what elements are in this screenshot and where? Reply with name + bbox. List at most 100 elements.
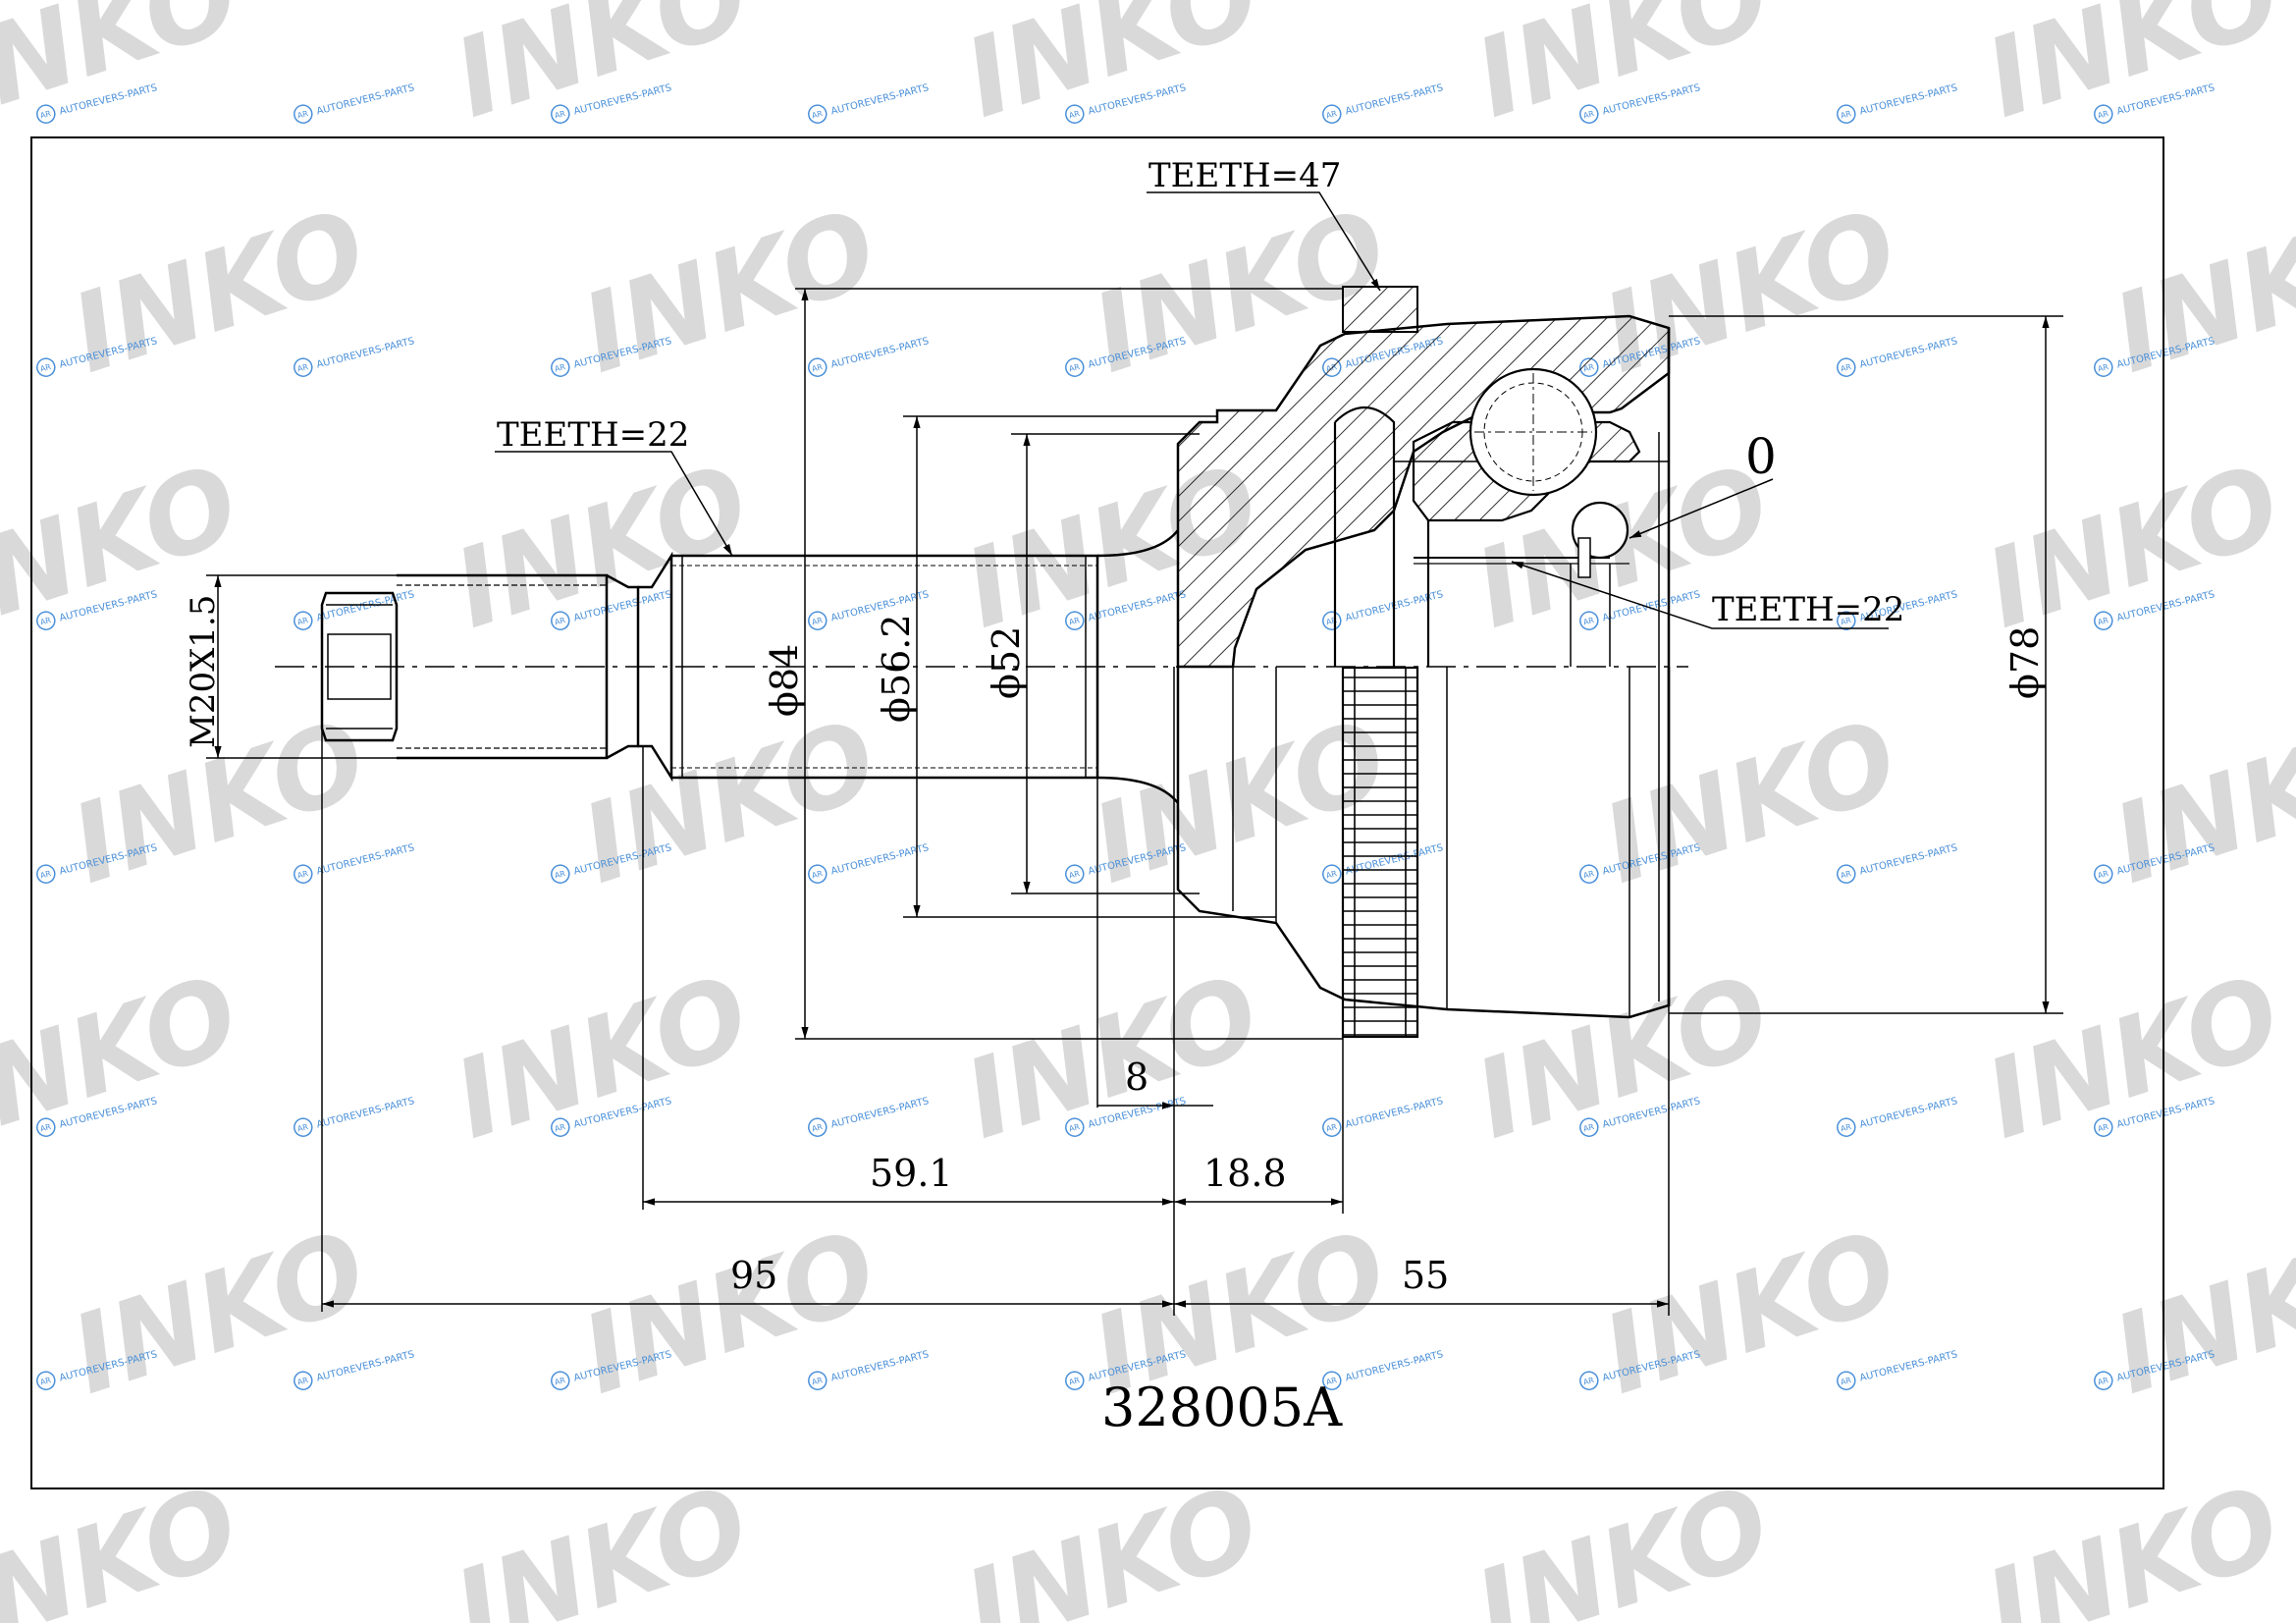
watermark-badge: AR xyxy=(811,1376,824,1387)
watermark-badge: AR xyxy=(296,1376,309,1387)
watermark-badge-icon xyxy=(808,104,828,124)
watermark-badge: AR xyxy=(296,362,309,374)
watermark-badge: AR xyxy=(554,109,566,121)
watermark-badge: AR xyxy=(554,869,566,881)
labels: TEETH=47 TEETH=22 TEETH=22 0 M20X1.5 ϕ84… xyxy=(184,156,2047,1438)
watermark-badge-icon xyxy=(2094,104,2113,124)
watermark-badge: AR xyxy=(39,362,52,374)
watermark-badge-icon xyxy=(1579,611,1599,630)
watermark-badge-icon xyxy=(808,357,828,377)
shaft xyxy=(320,529,1179,804)
label-dia-52: ϕ52 xyxy=(985,626,1028,699)
watermark-badge-icon xyxy=(1837,611,1856,630)
watermark-badge-icon xyxy=(2094,864,2113,884)
drawing-frame xyxy=(30,136,2164,1489)
watermark-badge: AR xyxy=(296,616,309,627)
abs-ring xyxy=(1341,666,1419,1039)
watermark-site-text: AUTOREVERS-PARTS xyxy=(315,336,415,370)
watermark-site-text: AUTOREVERS-PARTS xyxy=(829,1349,930,1383)
watermark-badge: AR xyxy=(554,362,566,374)
watermark-badge: AR xyxy=(1068,1376,1081,1387)
watermark-brand: INKO xyxy=(440,0,763,142)
watermark-brand: INKO xyxy=(1971,951,2294,1163)
watermark-brand: INKO xyxy=(567,1207,890,1419)
label-teeth-inner: TEETH=22 xyxy=(1712,590,1904,629)
watermark-badge-icon xyxy=(294,1117,313,1137)
watermark-badge-icon xyxy=(2094,357,2113,377)
watermark-badge: AR xyxy=(1840,1122,1852,1134)
watermark-badge: AR xyxy=(2097,869,2109,881)
watermark-badge: AR xyxy=(1068,362,1081,374)
watermark-badge-icon xyxy=(36,1371,56,1390)
watermark-badge: AR xyxy=(2097,1122,2109,1134)
watermark-badge-icon xyxy=(1065,611,1085,630)
dim-55: 55 xyxy=(1402,1254,1449,1297)
watermark-brand: INKO xyxy=(1588,1207,1911,1419)
watermark-badge: AR xyxy=(554,616,566,627)
watermark-brand: INKO xyxy=(1461,951,1784,1163)
watermark-badge: AR xyxy=(1840,362,1852,374)
watermark-badge-icon xyxy=(1837,864,1856,884)
watermark-badge-icon xyxy=(808,611,828,630)
watermark-site: AR AUTOREVERS-PARTS xyxy=(294,336,415,377)
watermark-site: AR AUTOREVERS-PARTS xyxy=(294,1349,415,1390)
watermark-site-text: AUTOREVERS-PARTS xyxy=(1858,82,1958,117)
watermark-badge: AR xyxy=(811,362,824,374)
watermark-badge-icon xyxy=(36,864,56,884)
watermark-brand: INKO xyxy=(440,441,763,653)
watermark-badge-icon xyxy=(294,611,313,630)
watermark-badge: AR xyxy=(1068,616,1081,627)
inner-race xyxy=(1333,367,1669,667)
label-dia-84: ϕ84 xyxy=(763,644,806,717)
watermark-badge: AR xyxy=(1840,869,1852,881)
watermark-brand: INKO xyxy=(950,1462,1273,1623)
watermark-badge: AR xyxy=(811,109,824,121)
watermark-badge: AR xyxy=(1325,616,1338,627)
watermark-badge-icon xyxy=(1837,1117,1856,1137)
watermark-brand: INKO xyxy=(1971,1462,2294,1623)
watermark-badge-icon xyxy=(1322,104,1342,124)
watermark-badge-icon xyxy=(1322,864,1342,884)
watermark-badge: AR xyxy=(1840,1376,1852,1387)
watermark-badge: AR xyxy=(2097,362,2109,374)
watermark-brand: INKO xyxy=(440,1462,763,1623)
watermark-site-text: AUTOREVERS-PARTS xyxy=(1344,82,1444,117)
watermark-badge-icon xyxy=(1579,1371,1599,1390)
part-number: 328005A xyxy=(1101,1377,1343,1438)
watermark-badge: AR xyxy=(39,109,52,121)
watermark-site-text: AUTOREVERS-PARTS xyxy=(829,1096,930,1130)
watermark-badge: AR xyxy=(1582,1376,1595,1387)
watermark-badge: AR xyxy=(1325,869,1338,881)
watermark-badge-icon xyxy=(1065,357,1085,377)
watermark-site-text: AUTOREVERS-PARTS xyxy=(315,1349,415,1383)
watermark-badge-icon xyxy=(1837,1371,1856,1390)
watermark-badge: AR xyxy=(811,1122,824,1134)
watermark-badge-icon xyxy=(1837,104,1856,124)
watermark-badge-icon xyxy=(2094,1117,2113,1137)
watermark-site-text: AUTOREVERS-PARTS xyxy=(315,82,415,117)
watermark-badge-icon xyxy=(1065,1371,1085,1390)
watermark-site: AR AUTOREVERS-PARTS xyxy=(1322,842,1444,884)
watermark-badge-icon xyxy=(808,1371,828,1390)
watermark-badge-icon xyxy=(294,104,313,124)
watermark-site-text: AUTOREVERS-PARTS xyxy=(1344,842,1444,877)
watermark-badge-icon xyxy=(1065,864,1085,884)
watermark-badge-icon xyxy=(1579,1117,1599,1137)
watermark-badge: AR xyxy=(296,869,309,881)
watermark-badge: AR xyxy=(2097,1376,2109,1387)
watermark-brand: INKO xyxy=(440,951,763,1163)
watermark-badge-icon xyxy=(36,1117,56,1137)
watermark-badge: AR xyxy=(1582,869,1595,881)
watermark-brand: INKO xyxy=(950,951,1273,1163)
dim-8: 8 xyxy=(1125,1055,1148,1099)
watermark-site-text: AUTOREVERS-PARTS xyxy=(315,842,415,877)
